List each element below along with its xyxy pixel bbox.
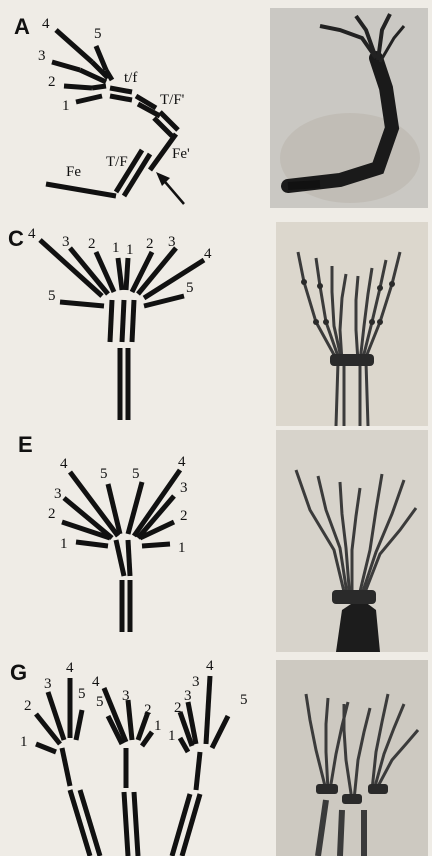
bone-e-l1 <box>76 542 108 546</box>
label-g3-2: 2 <box>174 700 182 716</box>
diagram-g <box>36 676 228 856</box>
limb-diagrams: 4 5 3 2 1 t/f T/F' Fe' T/F Fe 4 3 2 1 1 … <box>0 0 276 856</box>
label-c-r4: 4 <box>204 246 212 262</box>
bone-a-digit2-1 <box>64 86 92 88</box>
bone-e-stem2 <box>128 540 130 576</box>
photo-d-illustration <box>276 222 428 426</box>
bone-g1-d5 <box>76 710 82 740</box>
photo-b-skeletal-limb <box>270 8 428 208</box>
label-g2-5: 5 <box>96 694 104 710</box>
bone-c-l1 <box>118 258 122 290</box>
label-c-r3: 3 <box>168 234 176 250</box>
bone-e-r4 <box>134 470 180 536</box>
label-a-tf: t/f <box>124 70 137 86</box>
photo-h-illustration <box>276 660 428 856</box>
label-g2-4: 4 <box>92 674 100 690</box>
label-a-Fe-prime: Fe' <box>172 146 190 162</box>
bone-c-r1 <box>126 258 128 290</box>
diagram-e <box>62 470 180 632</box>
label-e-r5: 5 <box>132 466 140 482</box>
diagram-c <box>40 240 204 420</box>
label-g1-3: 3 <box>44 676 52 692</box>
label-e-l2: 2 <box>48 506 56 522</box>
bone-c-stem3 <box>132 300 134 342</box>
label-e-l5: 5 <box>100 466 108 482</box>
photo-b-illustration <box>270 8 428 208</box>
bone-g1-d1 <box>36 744 56 752</box>
label-g2-3: 3 <box>122 688 130 704</box>
bone-c-r5 <box>144 296 184 306</box>
bone-g3-d1 <box>180 738 188 752</box>
label-g3-3b: 3 <box>192 674 200 690</box>
label-g1-5: 5 <box>78 686 86 702</box>
photo-f-skeletal-limb <box>276 430 428 652</box>
label-a-4: 4 <box>42 16 50 32</box>
label-e-l3: 3 <box>54 486 62 502</box>
bone-g2-d1 <box>142 732 152 746</box>
label-e-r4: 4 <box>178 454 186 470</box>
label-e-r1: 1 <box>178 540 186 556</box>
bone-a-tf1 <box>110 88 132 92</box>
bone-g2-d3 <box>128 700 132 740</box>
bone-e-stem1 <box>116 540 124 576</box>
bone-a-digit2-2 <box>92 86 106 88</box>
photo-h-skeletal-limb <box>276 660 428 856</box>
bone-e-r1 <box>142 544 170 546</box>
label-c-l1: 1 <box>112 240 120 256</box>
label-a-TF-prime: T/F' <box>160 92 185 108</box>
bone-a-Fe <box>46 184 116 196</box>
bone-a-digit3-1 <box>52 62 80 70</box>
label-e-l4: 4 <box>60 456 68 472</box>
label-g3-5: 5 <box>240 692 248 708</box>
label-c-l4: 4 <box>28 226 36 242</box>
bone-g3-d4 <box>206 676 210 744</box>
bone-g2-zeugo1 <box>124 792 128 856</box>
photo-f-illustration <box>276 430 428 652</box>
label-a-Fe: Fe <box>66 164 81 180</box>
label-a-TF: T/F <box>106 154 128 170</box>
label-e-r3: 3 <box>180 480 188 496</box>
label-c-l2: 2 <box>88 236 96 252</box>
label-a-2: 2 <box>48 74 56 90</box>
label-c-r5: 5 <box>186 280 194 296</box>
label-g2-2: 2 <box>144 702 152 718</box>
label-a-5: 5 <box>94 26 102 42</box>
bone-g1-stem <box>62 748 70 786</box>
bone-g3-d5 <box>212 716 228 748</box>
label-g2-1: 1 <box>154 718 162 734</box>
bone-c-l5 <box>60 302 104 306</box>
label-g3-1: 1 <box>168 728 176 744</box>
photo-d-skeletal-limb <box>276 222 428 426</box>
label-e-r2: 2 <box>180 508 188 524</box>
label-c-l5: 5 <box>48 288 56 304</box>
label-g3-4: 4 <box>206 658 214 674</box>
bone-g3-stem <box>196 752 200 790</box>
bone-c-stem2 <box>122 300 124 342</box>
label-g1-4: 4 <box>66 660 74 676</box>
label-g1-1: 1 <box>20 734 28 750</box>
bone-a-digit1 <box>76 96 102 102</box>
bone-a-digit4-1 <box>56 30 92 62</box>
label-g1-2: 2 <box>24 698 32 714</box>
label-a-1: 1 <box>62 98 70 114</box>
label-a-3: 3 <box>38 48 46 64</box>
label-c-r1: 1 <box>126 242 134 258</box>
label-c-l3: 3 <box>62 234 70 250</box>
bone-c-stem1 <box>110 300 112 342</box>
bone-g1-zeugo1 <box>70 790 90 856</box>
label-e-l1: 1 <box>60 536 68 552</box>
label-g3-3: 3 <box>184 688 192 704</box>
label-c-r2: 2 <box>146 236 154 252</box>
bone-g2-zeugo2 <box>134 792 138 856</box>
bone-a-tf2 <box>110 96 132 100</box>
bone-g1-zeugo2 <box>80 790 100 856</box>
